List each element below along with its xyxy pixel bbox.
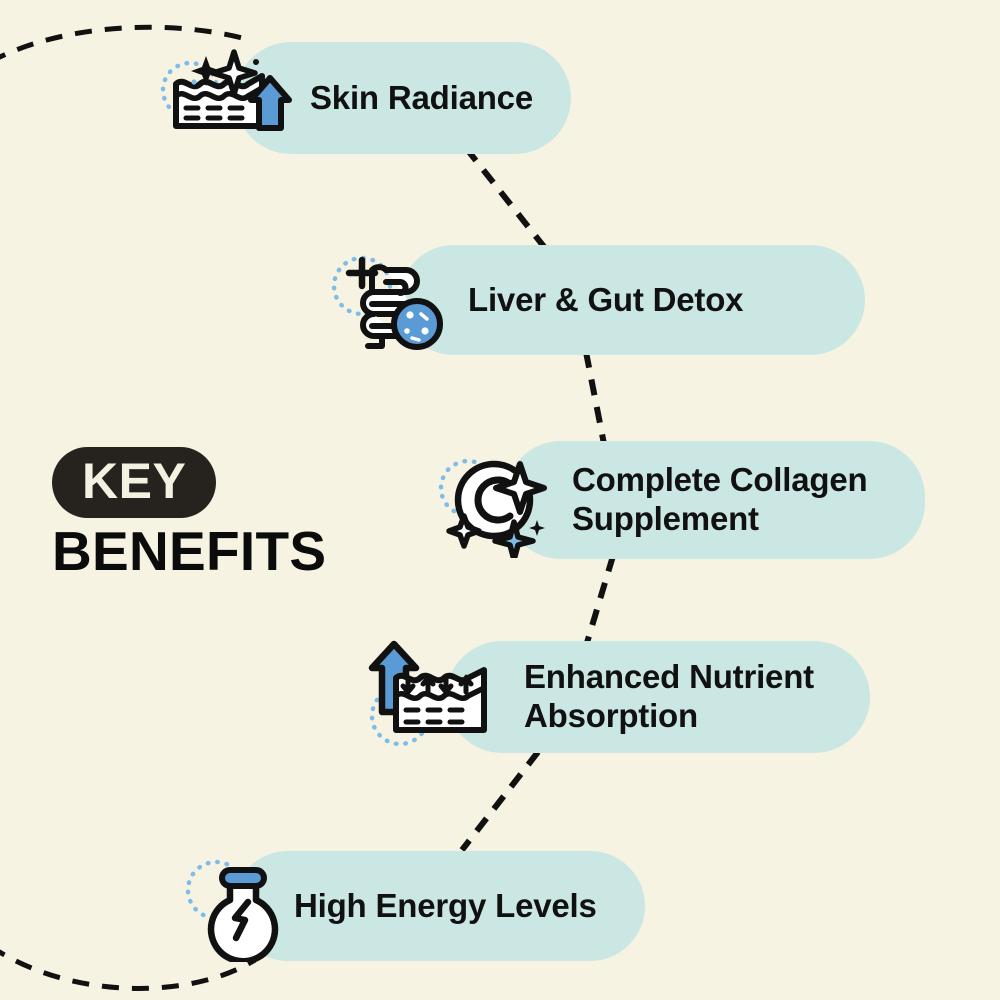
benefit-pill-enhanced-nutrient-absorption[interactable]: Enhanced Nutrient Absorption	[446, 641, 870, 753]
up-arrow	[368, 640, 420, 716]
benefits-word: BENEFITS	[52, 520, 327, 582]
benefit-label: Skin Radiance	[310, 78, 533, 116]
key-benefits-heading: KEY BENEFITS	[52, 447, 352, 581]
plus-icon	[345, 256, 379, 290]
benefit-label: Enhanced Nutrient Absorption	[524, 658, 814, 734]
bottom-left-dashed-arc	[0, 949, 257, 991]
key-word-pill: KEY	[52, 447, 217, 518]
connector-gut-to-collagen	[583, 351, 607, 445]
sparkle-left	[446, 513, 482, 549]
benefit-label: Complete Collagen Supplement	[572, 461, 868, 537]
benefit-label: Liver & Gut Detox	[468, 280, 744, 318]
connector-nutrient-to-energy	[459, 750, 541, 852]
benefit-pill-skin-radiance[interactable]: Skin Radiance	[235, 42, 571, 154]
connector-collagen-to-nutrient	[583, 555, 616, 647]
benefit-pill-complete-collagen-supplement[interactable]: Complete Collagen Supplement	[505, 441, 925, 559]
dotted-accent-circle	[369, 685, 431, 747]
benefit-label: High Energy Levels	[294, 886, 597, 924]
dotted-accent-circle	[438, 458, 498, 518]
benefit-pill-high-energy-levels[interactable]: High Energy Levels	[233, 851, 645, 961]
dotted-accent-circle	[160, 60, 220, 120]
top-left-dashed-arc	[0, 24, 251, 60]
dotted-accent-circle	[331, 255, 393, 317]
connector-skin-to-gut	[463, 146, 548, 250]
benefit-pill-liver-gut-detox[interactable]: Liver & Gut Detox	[399, 245, 865, 355]
sparkle-small	[191, 56, 221, 86]
